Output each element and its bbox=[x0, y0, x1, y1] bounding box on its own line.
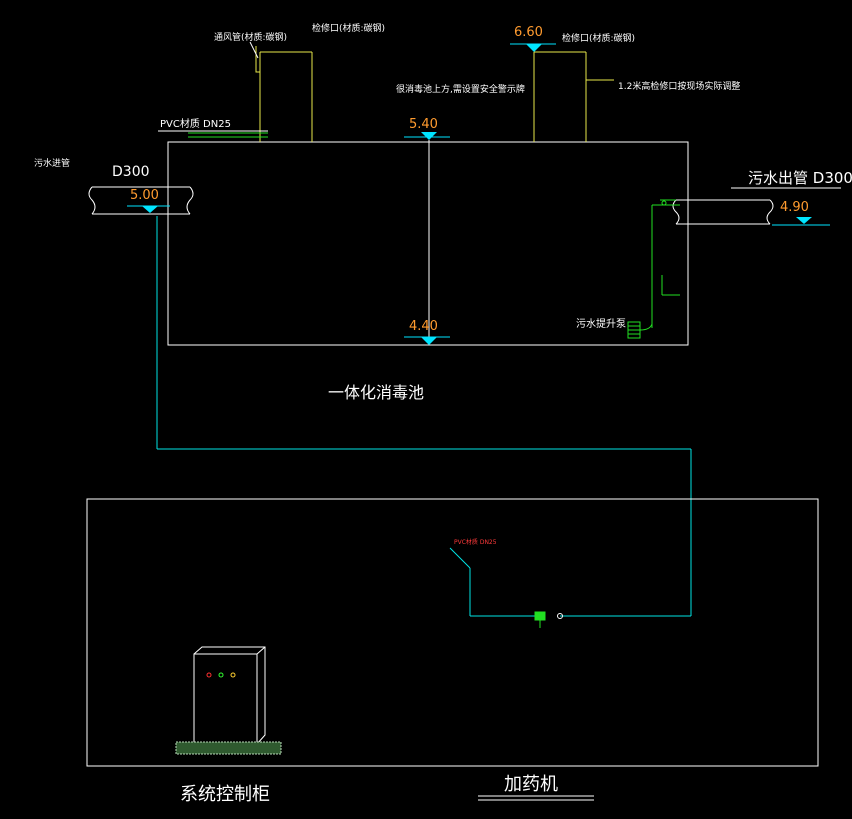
level-bottom-marker bbox=[421, 337, 437, 345]
vent-pipe bbox=[255, 46, 313, 142]
indicator-light bbox=[206, 672, 212, 678]
outlet-pipe bbox=[672, 199, 774, 225]
level-top-marker bbox=[421, 132, 437, 140]
doser-valve-icon bbox=[534, 611, 563, 628]
inlet-elevation-text: 5.00 bbox=[130, 188, 159, 203]
tank-title: 一体化消毒池 bbox=[328, 383, 424, 402]
pvc-inlet-stub bbox=[188, 132, 268, 138]
level-bottom-text: 4.40 bbox=[409, 319, 438, 334]
cabinet-label: 系统控制柜 bbox=[180, 784, 270, 805]
inlet-side-label: 污水进管 bbox=[34, 157, 70, 169]
pvc-dosing-pipe bbox=[156, 216, 692, 617]
cabinet-base bbox=[175, 741, 282, 755]
equipment-room bbox=[86, 498, 819, 767]
vent-leader bbox=[249, 41, 259, 59]
hatch-elevation-marker bbox=[526, 44, 542, 52]
hatch-right-note: 检修口(材质:碳钢) bbox=[562, 32, 635, 44]
lift-pump-label: 污水提升泵 bbox=[576, 318, 626, 330]
inlet-size-label: D300 bbox=[112, 164, 150, 180]
level-top-text: 5.40 bbox=[409, 117, 438, 132]
lift-pump-piping bbox=[651, 199, 680, 328]
disinfection-tank bbox=[167, 141, 689, 346]
doser-red-tag: PVC材质 DN25 bbox=[454, 538, 497, 546]
indicator-light bbox=[230, 672, 236, 678]
inlet-elevation-marker bbox=[142, 206, 158, 213]
safety-sign-note: 很消毒池上方,需设置安全警示牌 bbox=[396, 83, 525, 95]
hatch-elevation-text: 6.60 bbox=[514, 25, 543, 40]
inlet-pipe bbox=[88, 186, 194, 215]
vent-pipe-note: 通风管(材质:碳钢) bbox=[214, 31, 287, 43]
control-cabinet bbox=[193, 646, 266, 745]
outlet-elevation-marker bbox=[796, 217, 812, 224]
cabinet-indicator-lights bbox=[206, 672, 236, 678]
doser-piping bbox=[449, 547, 535, 617]
outlet-pipe-label: 污水出管 D300 bbox=[748, 169, 852, 187]
hatch-left-note: 检修口(材质:碳钢) bbox=[312, 22, 385, 34]
pvc-pipe-note: PVC材质 DN25 bbox=[160, 117, 231, 130]
inspection-hatch bbox=[533, 51, 614, 142]
doser-label: 加药机 bbox=[504, 774, 558, 795]
indicator-light bbox=[218, 672, 224, 678]
lift-pump-icon bbox=[627, 321, 653, 339]
hatch-adjust-note: 1.2米高检修口按现场实际调整 bbox=[618, 80, 740, 92]
outlet-elevation-text: 4.90 bbox=[780, 200, 809, 215]
